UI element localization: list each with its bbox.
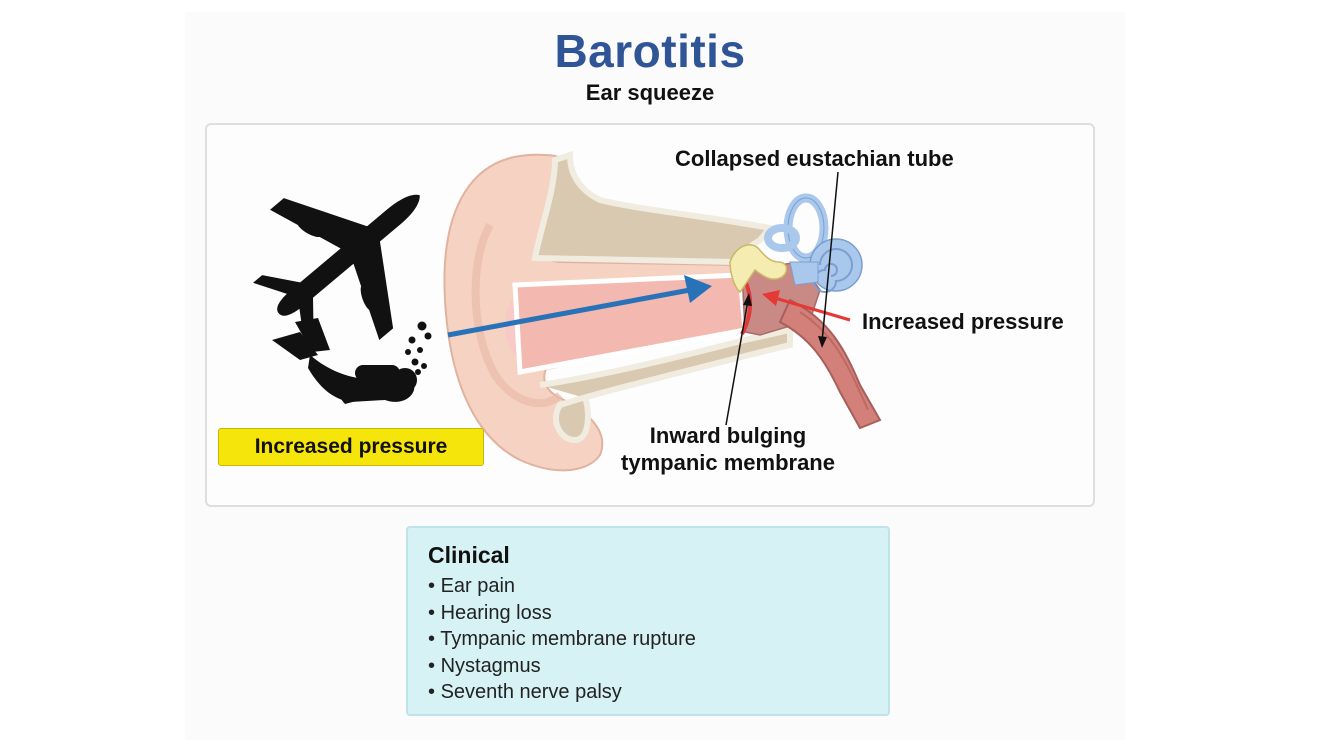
pressure-arrow-red xyxy=(774,296,851,322)
list-item: Seventh nerve palsy xyxy=(428,679,868,706)
increased-pressure-box-label: Increased pressure xyxy=(254,435,448,458)
ossicles xyxy=(729,244,788,294)
list-item: Hearing loss xyxy=(428,600,868,627)
page-title: Barotitis xyxy=(554,25,746,77)
clinical-title: Clinical xyxy=(428,542,510,568)
tympanic-leader-line xyxy=(725,299,749,426)
label-collapsed-eustachian-tube: Collapsed eustachian tube xyxy=(675,146,954,171)
page-subtitle: Ear squeeze xyxy=(585,80,715,105)
label-tympanic-line2: tympanic membrane xyxy=(621,450,835,475)
clinical-box: Clinical Ear pain Hearing loss Tympanic … xyxy=(406,526,890,716)
clinical-list: Ear pain Hearing loss Tympanic membrane … xyxy=(428,573,868,706)
bubbles-icon xyxy=(405,321,432,375)
airplane-icon xyxy=(253,194,420,345)
list-item: Tympanic membrane rupture xyxy=(428,626,868,653)
temporal-bone xyxy=(531,150,776,266)
pressure-arrow-blue-head xyxy=(684,275,712,303)
scuba-diver-icon xyxy=(272,318,417,404)
eustachian-leader-line xyxy=(821,171,839,343)
label-increased-pressure-right: Increased pressure xyxy=(862,309,1064,334)
label-tympanic-line1: Inward bulging xyxy=(649,423,807,448)
pressure-arrow-red-head xyxy=(762,290,780,306)
increased-pressure-box: Increased pressure xyxy=(218,428,484,466)
inner-ear xyxy=(764,193,863,293)
list-item: Ear pain xyxy=(428,573,868,600)
pressure-arrow-blue xyxy=(447,287,691,338)
list-item: Nystagmus xyxy=(428,653,868,680)
